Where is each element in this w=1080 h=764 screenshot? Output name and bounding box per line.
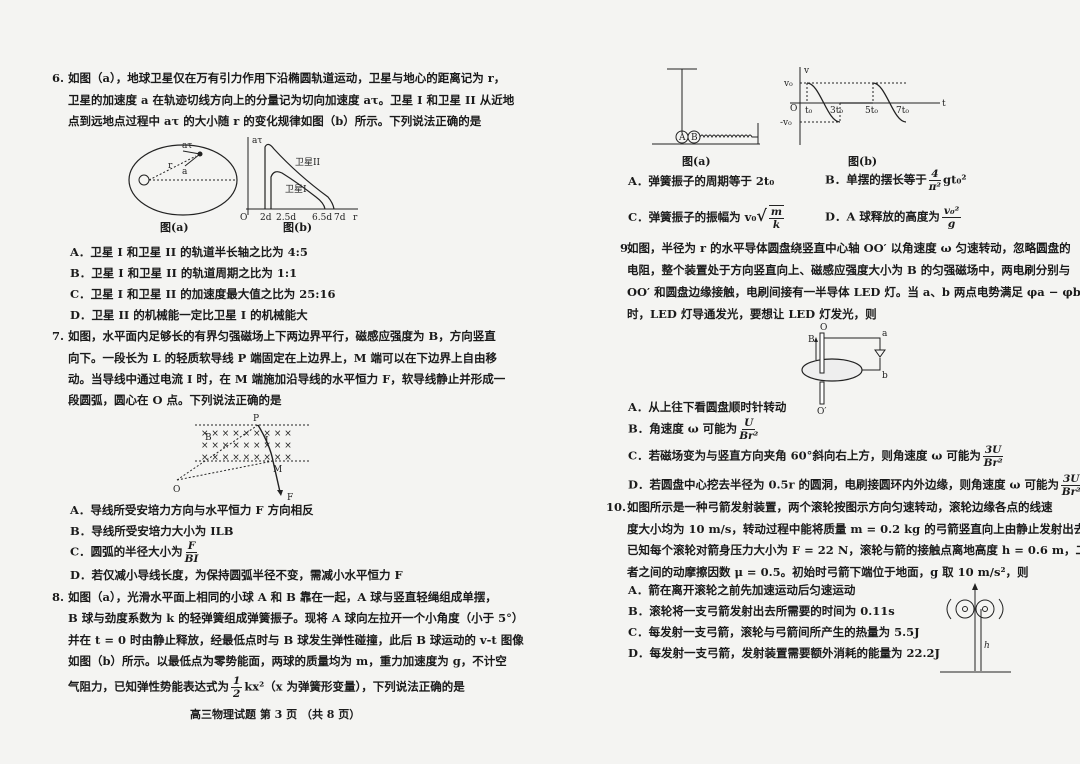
q7-line: 段圆弧，圆心在 O 点。下列说法正确的是 <box>68 393 282 407</box>
q10-option-c[interactable]: C．每发射一支弓箭，滚轮与弓箭间所产生的热量为 5.5J <box>628 625 920 639</box>
svg-text:7t₀: 7t₀ <box>896 106 909 116</box>
axis-at: aτ <box>252 136 262 146</box>
svg-text:-v₀: -v₀ <box>780 118 792 128</box>
q8-line: 如图（a），光滑水平面上相同的小球 A 和 B 靠在一起，A 球与竖直轻绳组成单… <box>68 590 497 604</box>
svg-text:A: A <box>678 133 686 143</box>
svg-text:3t₀: 3t₀ <box>830 106 843 116</box>
svg-text:P: P <box>253 414 259 424</box>
q6-line: 如图（a），地球卫星仅在万有引力作用下沿椭圆轨道运动，卫星与地心的距离记为 r， <box>68 71 506 85</box>
q10-line: 如图所示是一种弓箭发射装置，两个滚轮按图示方向匀速转动，滚轮边缘各点的线速 <box>627 500 1053 514</box>
svg-text:O: O <box>820 323 827 333</box>
caption-fig-a: 图(a) <box>160 221 189 234</box>
q9-line: 时，LED 灯导通发光，要想让 LED 灯发光，则 <box>627 307 877 321</box>
q8-option-a[interactable]: A．弹簧振子的周期等于 2t₀ <box>628 174 775 188</box>
q7-option-b[interactable]: B．导线所受安培力大小为 ILB <box>70 524 234 538</box>
q6-option-a[interactable]: A．卫星 I 和卫星 II 的轨道半长轴之比为 4:5 <box>70 245 308 259</box>
sqrt-icon: √ <box>756 206 767 225</box>
q6-option-d[interactable]: D．卫星 II 的机械能一定比卫星 I 的机械能大 <box>70 308 308 322</box>
svg-text:× × × × × × × × ×: × × × × × × × × × <box>201 441 292 451</box>
svg-text:t₀: t₀ <box>805 106 813 116</box>
q9-number: 9. <box>620 241 633 255</box>
label-sat1: 卫星I <box>285 184 307 195</box>
caption-fig-a: 图(a) <box>682 155 711 168</box>
q10-line: 度大小均为 10 m/s，转动过程中能将质量 m = 0.2 kg 的弓箭竖直向… <box>627 522 1080 536</box>
q7-option-d[interactable]: D．若仅减小导线长度，为保持圆弧半径不变，需减小水平恒力 F <box>70 568 403 582</box>
q6-line: 点到远地点过程中 aτ 的大小随 r 的变化规律如图（b）所示。下列说法正确的是 <box>68 114 482 128</box>
svg-text:B: B <box>205 433 212 443</box>
q10-number: 10. <box>606 500 627 514</box>
q7-line: 动。当导线中通过电流 I 时，在 M 端施加沿导线的水平恒力 F，软导线静止并形… <box>68 372 506 386</box>
q7-line: 如图，水平面内足够长的有界匀强磁场上下两边界平行，磁感应强度为 B，方向竖直 <box>68 329 496 343</box>
svg-text:B: B <box>808 335 815 345</box>
q6-figure-a-orbit: aτ r a <box>128 141 238 216</box>
svg-text:F: F <box>287 493 293 503</box>
svg-text:× × × × × × × × ×: × × × × × × × × × <box>201 429 292 439</box>
svg-text:v: v <box>803 66 810 76</box>
svg-text:B: B <box>691 133 698 143</box>
q6-number: 6. <box>52 71 65 85</box>
svg-text:O: O <box>790 104 797 114</box>
q8-line: 如图（b）所示。以最低点为零势能面，两球的质量均为 m，重力加速度为 g，不计空 <box>68 654 507 668</box>
q10-line: 已知每个滚轮对箭身压力大小为 F = 22 N，滚轮与箭的接触点离地高度 h =… <box>627 543 1080 557</box>
label-a: a <box>182 167 188 177</box>
q7-figure-magnetic-field: × × × × × × × × × × × × × × × × × × × × … <box>173 414 310 503</box>
q8-number: 8. <box>52 590 65 604</box>
q10-line: 者之间的动摩擦因数 μ = 0.5。初始时弓箭下端位于地面，g 取 10 m/s… <box>627 565 1029 579</box>
svg-text:b: b <box>882 371 888 381</box>
svg-text:M: M <box>273 465 282 475</box>
q10-figure-arrow-launcher: h <box>940 583 1011 673</box>
q9-line: 如图，半径为 r 的水平导体圆盘绕竖直中心轴 OO′ 以角速度 ω 匀速转动，忽… <box>627 241 1071 255</box>
svg-text:7d: 7d <box>334 213 346 223</box>
q9-option-d[interactable]: D．若圆盘中心挖去半径为 0.5r 的圆洞，电刷接圆环内外边缘，则角速度 ω 可… <box>628 473 1080 498</box>
q6-line: 卫星的加速度 a 在轨迹切线方向上的分量记为切向加速度 aτ。卫星 I 和卫星 … <box>68 93 515 107</box>
q9-figure-rotating-disc: O B a b O′ <box>801 323 888 417</box>
q7-option-a[interactable]: A．导线所受安培力方向与水平恒力 F 方向相反 <box>70 503 314 517</box>
q6-option-c[interactable]: C．卫星 I 和卫星 II 的加速度最大值之比为 25:16 <box>70 287 336 301</box>
svg-text:I: I <box>265 436 269 446</box>
q9-line: 电阻，整个装置处于方向竖直向上、磁感应强度大小为 B 的匀强磁场中，两电刷分别与 <box>627 263 1071 277</box>
svg-text:O: O <box>240 213 247 223</box>
label-r: r <box>168 161 173 171</box>
q8-line: 并在 t = 0 时由静止释放，经最低点时与 B 球发生弹性碰撞，此后 B 球运… <box>68 633 524 647</box>
q10-option-d[interactable]: D．每发射一支弓箭，发射装置需要额外消耗的能量为 22.2J <box>628 646 940 660</box>
page-footer: 高三物理试题 第 3 页 （共 8 页） <box>190 708 361 721</box>
q10-option-a[interactable]: A．箭在离开滚轮之前先加速运动后匀速运动 <box>628 583 856 597</box>
svg-text:t: t <box>942 99 946 109</box>
label-at: aτ <box>182 141 192 151</box>
q7-line: 向下。一段长为 L 的轻质软导线 P 端固定在上边界上，M 端可以在下边界上自由… <box>68 351 497 365</box>
svg-text:× × × × × × × × ×: × × × × × × × × × <box>201 453 292 463</box>
q8-line: B 球与劲度系数为 k 的轻弹簧组成弹簧振子。现将 A 球向左拉开一个小角度（小… <box>68 611 524 625</box>
svg-text:6.5d: 6.5d <box>312 213 332 223</box>
label-sat2: 卫星II <box>295 157 321 168</box>
svg-text:2d: 2d <box>260 213 272 223</box>
svg-text:5t₀: 5t₀ <box>865 106 878 116</box>
q7-number: 7. <box>52 329 65 343</box>
svg-text:2.5d: 2.5d <box>276 213 296 223</box>
q6-figure-b-graph: aτ 卫星II 卫星I O 2d 2.5d 6.5d 7d r <box>240 136 358 223</box>
caption-fig-b: 图(b) <box>848 155 878 168</box>
q9-line: OO′ 和圆盘边缘接触，电刷间接有一半导体 LED 灯。当 a、b 两点电势满足… <box>627 285 1080 299</box>
svg-text:a: a <box>882 329 888 339</box>
svg-text:h: h <box>984 641 990 651</box>
svg-text:O: O <box>173 485 180 495</box>
q8-figure-b-vt-graph: v v₀ -v₀ O t₀ 3t₀ 5t₀ 7t₀ t <box>780 66 946 145</box>
q9-option-a[interactable]: A．从上往下看圆盘顺时针转动 <box>628 400 787 414</box>
q10-option-b[interactable]: B．滚轮将一支弓箭发射出去所需要的时间为 0.11s <box>628 604 895 618</box>
q6-option-b[interactable]: B．卫星 I 和卫星 II 的轨道周期之比为 1:1 <box>70 266 298 280</box>
caption-fig-b: 图(b) <box>283 221 313 234</box>
svg-text:v₀: v₀ <box>783 79 793 89</box>
svg-text:O′: O′ <box>817 407 826 417</box>
svg-text:r: r <box>353 213 358 223</box>
